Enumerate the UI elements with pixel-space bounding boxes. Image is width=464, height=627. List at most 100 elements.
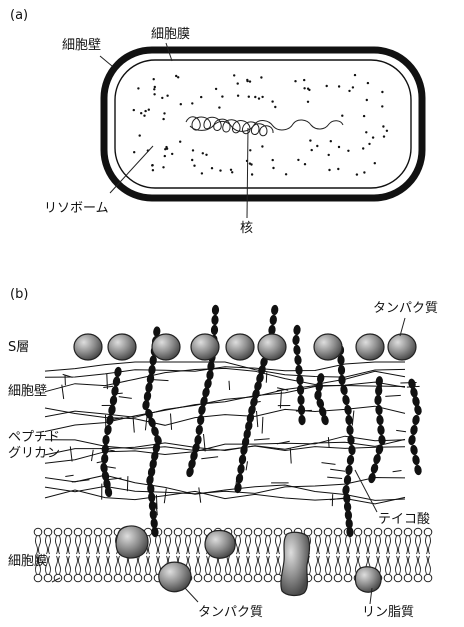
cell-wall-outline [104, 50, 422, 198]
ribosome-dot [171, 153, 173, 155]
lipid-head-inner [384, 574, 392, 582]
lipid-tail [106, 536, 111, 554]
lipid-tail [326, 556, 331, 574]
peptide-crosslink [254, 439, 270, 440]
ribosome-dot [231, 171, 233, 173]
ribosome-dot [211, 167, 213, 169]
ribosome-dot [201, 172, 203, 174]
ribosome-dot [381, 91, 383, 93]
lipid-tail [96, 556, 101, 574]
lipid-head-outer [254, 528, 262, 536]
teichoic-bead [103, 424, 112, 436]
lipid-head-inner [264, 574, 272, 582]
lipid-tail [406, 556, 411, 574]
ribosome-dot [328, 154, 330, 156]
lipid-tail [246, 536, 251, 554]
ribosome-dot [165, 146, 167, 148]
lipid-head-outer [44, 528, 52, 536]
membrane-protein-3 [159, 562, 191, 592]
teichoic-bead [101, 453, 109, 464]
ribosome-dot [386, 130, 388, 132]
ribosome-dot [179, 141, 181, 143]
lipid-head-outer [74, 528, 82, 536]
label-cell-wall-b: 細胞壁 [8, 384, 47, 399]
lipid-tail [116, 556, 121, 574]
peptide-crosslink [385, 395, 401, 396]
ribosome-dot [285, 173, 287, 175]
ribosome-dot [326, 85, 328, 87]
ribosome-dot [362, 147, 364, 149]
lipid-head-outer [324, 528, 332, 536]
lipid-head-outer [354, 528, 362, 536]
ribosome-dot [143, 115, 145, 117]
ribosome-dot [205, 154, 207, 156]
lipid-tail [146, 556, 151, 574]
lipid-head-outer [174, 528, 182, 536]
s-layer-protein [152, 334, 180, 360]
lipid-head-outer [374, 528, 382, 536]
label-peptidoglycan-line2: グリカン [8, 446, 60, 461]
teichoic-bead [102, 435, 110, 446]
teichoic-bead [295, 364, 303, 375]
cell-membrane-outline [115, 60, 411, 188]
teichoic-bead [407, 378, 416, 390]
peptide-crosslink [199, 487, 201, 502]
membrane-protein-1 [116, 526, 148, 558]
teichoic-bead [370, 463, 380, 475]
lipid-head-outer [184, 528, 192, 536]
peptidoglycan-mesh [45, 362, 420, 515]
lipid-tail [256, 556, 261, 574]
glycan-strand [45, 490, 405, 504]
teichoic-bead [203, 378, 212, 390]
ribosome-dot [367, 82, 369, 84]
lipid-head-outer [314, 528, 322, 536]
ribosome-dot [215, 88, 217, 90]
lipid-head-outer [414, 528, 422, 536]
ribosome-dot [153, 93, 155, 95]
lipid-tail [186, 536, 191, 554]
teichoic-bead [316, 373, 325, 384]
glycan-strand [45, 368, 405, 391]
ribosome-dot [193, 165, 195, 167]
lipid-tail [396, 556, 401, 574]
ribosome-dot [164, 155, 166, 157]
ribosome-dot [330, 140, 332, 142]
label-phospholipid: リン脂質 [362, 605, 414, 620]
lipid-tail [96, 536, 101, 554]
lipid-tail [316, 556, 321, 574]
ribosome-dot [341, 115, 343, 117]
lipid-head-outer [404, 528, 412, 536]
lipid-head-outer [364, 528, 372, 536]
peptide-crosslink [262, 417, 263, 434]
lipid-tail [256, 536, 261, 554]
s-layer-protein [226, 334, 254, 360]
ribosome-dot [219, 169, 221, 171]
lipid-tail [396, 536, 401, 554]
ribosome-dot [249, 149, 251, 151]
s-layer-protein [258, 334, 286, 360]
peptide-crosslink [171, 414, 172, 430]
ribosome-dot [374, 162, 376, 164]
peptide-crosslink [277, 389, 285, 390]
peptide-crosslink [393, 471, 402, 472]
ribosome-dot [251, 173, 253, 175]
ribosome-dot [144, 110, 146, 112]
lipid-tail [386, 556, 391, 574]
teichoic-bead [345, 464, 354, 475]
teichoic-bead [293, 324, 301, 335]
ribosome-dot [254, 96, 256, 98]
label-teichoic-acid: テイコ酸 [378, 512, 430, 527]
lipid-tail [156, 536, 161, 554]
ribosome-dot [271, 100, 273, 102]
teichoic-bead [346, 454, 355, 465]
teichoic-bead [294, 354, 302, 365]
lipid-tail [76, 556, 81, 574]
lipid-tail [166, 536, 171, 554]
lipid-tail [196, 556, 201, 574]
ribosome-dots [133, 74, 388, 176]
lipid-head-outer [34, 528, 42, 536]
teichoic-bead [411, 414, 420, 426]
ribosome-dot [258, 97, 260, 99]
lipid-tail [326, 536, 331, 554]
label-cell-membrane-a: 細胞膜 [151, 27, 190, 42]
